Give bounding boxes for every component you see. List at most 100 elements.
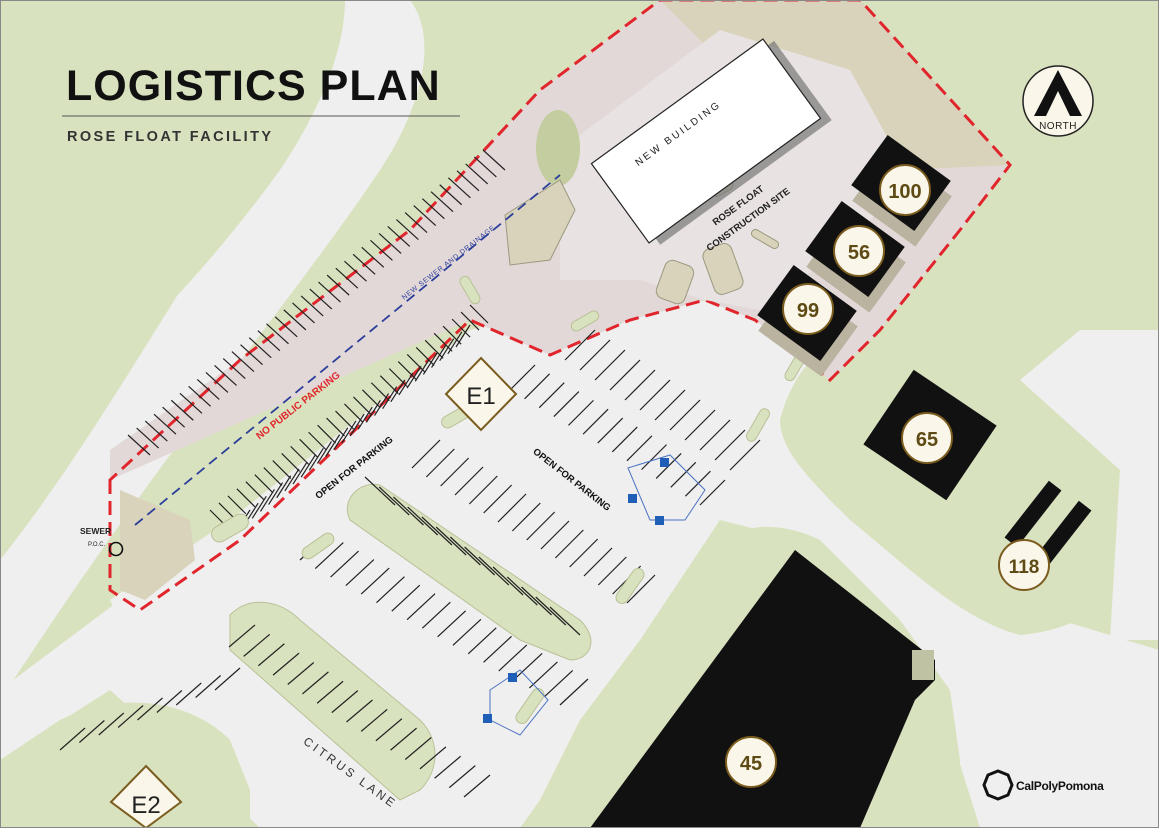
parking-stall-south-row4 bbox=[449, 536, 481, 566]
parking-stall-north-row1 bbox=[292, 302, 315, 324]
parking-stall-north-row3 bbox=[390, 379, 406, 403]
parking-stall-south-row5 bbox=[376, 576, 405, 604]
entrance-e1-marker: E1 bbox=[444, 356, 518, 432]
parking-stall-north-row3 bbox=[292, 461, 308, 485]
parking-stall-south-row6 bbox=[419, 746, 447, 770]
parking-stall-south-row6 bbox=[390, 727, 417, 751]
entrance-e1-label: E1 bbox=[466, 383, 495, 410]
parking-stall-north-row2 bbox=[263, 467, 283, 487]
parking-stalls-north bbox=[127, 149, 506, 533]
parking-stall-south-row6 bbox=[346, 699, 373, 723]
parking-stall-south-row1 bbox=[654, 389, 686, 421]
parking-stall-south-row1 bbox=[729, 439, 761, 471]
parking-stall-north-row1 bbox=[396, 219, 419, 240]
parking-stall-north-row2 bbox=[397, 361, 417, 380]
parking-stall-north-row1 bbox=[404, 212, 428, 234]
parking-stall-north-row3 bbox=[406, 365, 422, 389]
parking-stall-south-row4 bbox=[435, 526, 467, 556]
parking-stall-south-row6 bbox=[316, 680, 344, 704]
badge-100: 100 bbox=[879, 164, 931, 216]
parking-stall-south-row1 bbox=[639, 379, 671, 411]
parking-stall-north-row3 bbox=[382, 386, 398, 409]
parking-stall-north-row1 bbox=[196, 378, 220, 400]
parking-stall-south-row3 bbox=[526, 511, 556, 541]
parking-stall-north-row3 bbox=[374, 393, 390, 416]
parking-stall-south-row2 bbox=[597, 417, 624, 444]
parking-stall-south-row5 bbox=[452, 618, 482, 646]
parking-stall-north-row3 bbox=[284, 468, 300, 492]
parking-stall-south-row5 bbox=[421, 601, 451, 629]
parking-stall-southwest bbox=[214, 667, 241, 691]
parking-stall-south-row4 bbox=[378, 486, 410, 516]
entrance-e2-marker: E2 bbox=[109, 764, 183, 828]
parking-stall-north-row3 bbox=[455, 324, 471, 348]
parking-stall-north-row1 bbox=[387, 226, 411, 247]
badge-100-label: 100 bbox=[888, 181, 921, 203]
badge-118-label: 118 bbox=[1009, 557, 1040, 578]
parking-stall-south-row2 bbox=[509, 364, 536, 391]
north-arrow-icon: NORTH bbox=[1022, 65, 1094, 137]
badge-99-label: 99 bbox=[797, 300, 819, 322]
building-45 bbox=[590, 550, 935, 828]
parking-stall-north-row2 bbox=[317, 424, 337, 444]
parking-stall-north-row2 bbox=[460, 311, 480, 331]
parking-stall-south-row6 bbox=[302, 671, 329, 695]
parking-stall-southwest bbox=[156, 690, 183, 713]
parking-stall-south-row2 bbox=[641, 444, 667, 471]
parking-stall-south-row3 bbox=[483, 484, 513, 514]
parking-stall-north-row1 bbox=[205, 371, 229, 393]
parking-stall-north-row1 bbox=[153, 413, 177, 435]
page-subtitle: ROSE FLOAT FACILITY bbox=[67, 129, 273, 145]
parking-stall-south-row1 bbox=[684, 409, 716, 441]
accessible-parking-stalls bbox=[483, 454, 706, 736]
parking-stall-south-row5 bbox=[406, 593, 436, 621]
median-west bbox=[20, 0, 345, 420]
parking-stall-north-row2 bbox=[281, 453, 301, 472]
parking-stall-south-row6 bbox=[243, 633, 271, 657]
parking-stall-north-row3 bbox=[276, 475, 292, 499]
parking-stall-south-row4 bbox=[549, 606, 581, 636]
parking-stall-north-row1 bbox=[309, 288, 333, 310]
parking-stall-north-row1 bbox=[456, 170, 480, 192]
road-east-spur bbox=[1020, 330, 1159, 640]
parking-stall-south-row2 bbox=[611, 426, 638, 453]
parking-stall-south-row6 bbox=[272, 652, 300, 676]
parking-stall-south-row6 bbox=[360, 708, 388, 732]
parking-stall-southwest bbox=[59, 727, 86, 751]
parking-stall-north-row1 bbox=[465, 163, 489, 185]
parking-stall-north-row2 bbox=[424, 339, 444, 359]
parking-stall-north-row2 bbox=[245, 481, 265, 501]
parking-stall-north-row2 bbox=[451, 318, 471, 338]
parking-stall-south-row5 bbox=[345, 559, 375, 587]
parking-stall-south-row1 bbox=[714, 429, 746, 461]
parking-stall-north-row1 bbox=[361, 246, 385, 268]
parking-stall-south-row5 bbox=[559, 678, 589, 706]
parking-stall-north-row1 bbox=[335, 267, 359, 289]
parking-stall-north-row3 bbox=[422, 352, 438, 375]
parking-stall-south-row2 bbox=[553, 391, 580, 417]
parking-stall-south-row3 bbox=[468, 475, 498, 505]
parking-stall-north-row3 bbox=[300, 454, 316, 478]
parking-stall-southwest bbox=[98, 712, 125, 736]
parking-stall-south-row5 bbox=[513, 652, 543, 680]
grass-southwest-block bbox=[0, 702, 250, 828]
parking-stall-north-row1 bbox=[370, 239, 393, 261]
parking-stall-south-row2 bbox=[568, 399, 594, 426]
parking-stall-north-row1 bbox=[170, 399, 194, 421]
parking-stall-southwest bbox=[137, 697, 163, 721]
parking-stall-north-row3 bbox=[259, 489, 275, 512]
parking-stall-north-row3 bbox=[333, 427, 349, 451]
badge-99: 99 bbox=[782, 283, 834, 335]
parking-stall-north-row1 bbox=[127, 434, 151, 456]
parking-stall-north-row1 bbox=[248, 337, 272, 359]
parking-stall-north-row3 bbox=[447, 331, 463, 355]
parking-stall-north-row1 bbox=[231, 351, 255, 373]
parking-stall-south-row4 bbox=[521, 586, 552, 616]
parking-stall-south-row1 bbox=[579, 339, 611, 371]
parking-stall-south-row3 bbox=[497, 493, 527, 523]
parking-stall-north-row3 bbox=[431, 345, 447, 368]
parking-stall-north-row2 bbox=[379, 375, 399, 395]
construction-site-boundary bbox=[108, 0, 1012, 612]
building-badges: 100 56 99 65 118 45 bbox=[725, 164, 1050, 788]
